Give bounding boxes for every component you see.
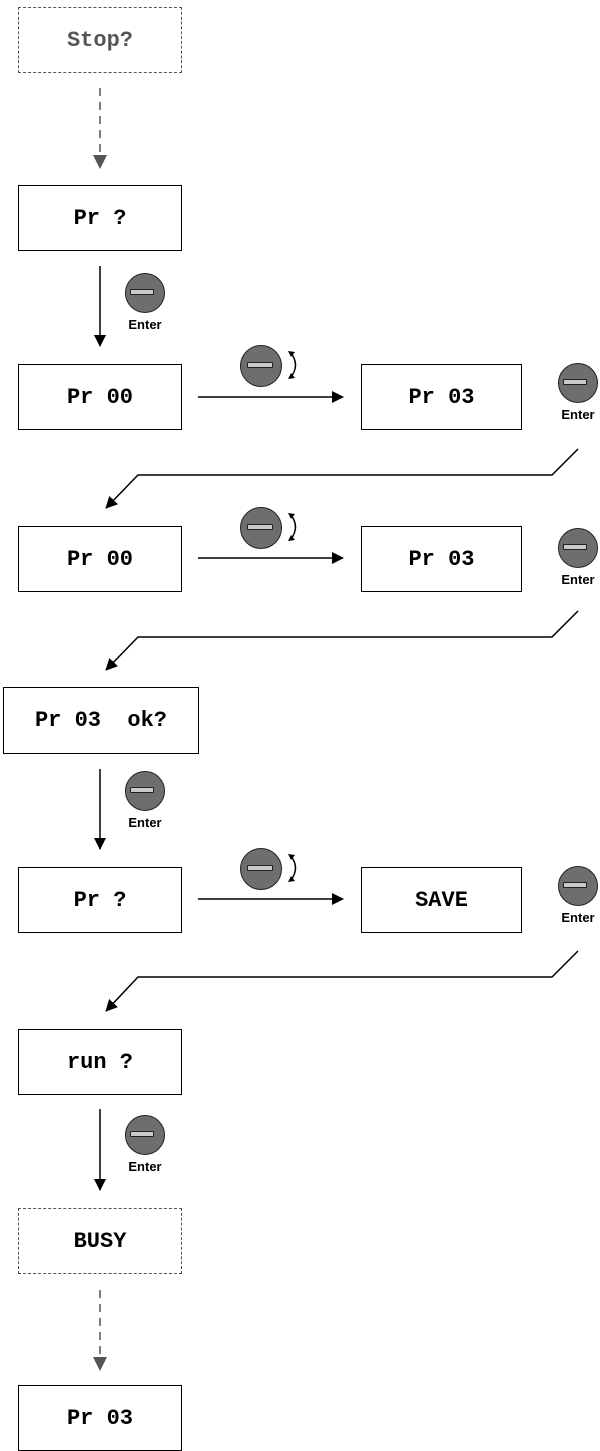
- enter-knob-icon: Enter: [123, 1115, 167, 1175]
- pr-query-box: Pr ?: [18, 185, 182, 251]
- stop-box: Stop?: [18, 7, 182, 73]
- enter-label: Enter: [128, 1159, 162, 1174]
- rotate-arrow-icon: [288, 513, 297, 541]
- row1-left-box: Pr 00: [18, 364, 182, 430]
- confirm-box: Pr 03 ok?: [3, 687, 199, 754]
- rotate-knob-icon: [240, 507, 306, 551]
- run-query-box: run ?: [18, 1029, 182, 1095]
- enter-label: Enter: [128, 317, 162, 332]
- rotate-knob-icon: [240, 345, 306, 389]
- enter-knob-icon: Enter: [556, 363, 600, 423]
- rotate-arrow-icon: [288, 351, 297, 379]
- return-arrow-2: [105, 610, 579, 671]
- row2-right-box: Pr 03: [361, 526, 522, 592]
- row3-left-box: Pr ?: [18, 867, 182, 933]
- row1-right-box: Pr 03: [361, 364, 522, 430]
- enter-label: Enter: [561, 407, 595, 422]
- enter-label: Enter: [561, 910, 595, 925]
- enter-label: Enter: [561, 572, 595, 587]
- enter-knob-icon: Enter: [556, 528, 600, 588]
- enter-knob-icon: Enter: [123, 273, 167, 333]
- save-box: SAVE: [361, 867, 522, 933]
- return-arrow-3: [105, 950, 579, 1012]
- final-box: Pr 03: [18, 1385, 182, 1451]
- enter-knob-icon: Enter: [556, 866, 600, 926]
- return-arrow-1: [105, 448, 579, 509]
- enter-knob-icon: Enter: [123, 771, 167, 831]
- busy-box: BUSY: [18, 1208, 182, 1274]
- rotate-knob-icon: [240, 848, 306, 892]
- rotate-arrow-icon: [288, 854, 297, 882]
- enter-label: Enter: [128, 815, 162, 830]
- row2-left-box: Pr 00: [18, 526, 182, 592]
